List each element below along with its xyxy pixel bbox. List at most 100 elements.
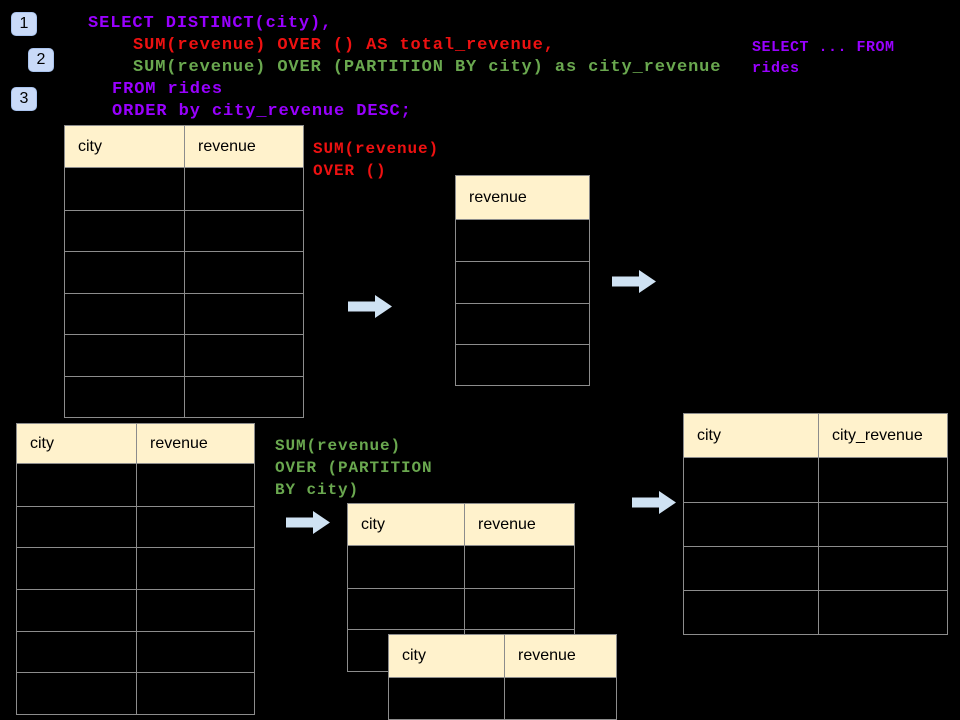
table-cell <box>184 293 303 334</box>
column-header-city: city <box>361 515 385 533</box>
table-cell <box>456 304 589 344</box>
table-cell <box>504 678 616 719</box>
table-cell <box>348 546 464 588</box>
column-header-city: city <box>78 137 102 155</box>
annotation-total-line-2: OVER () <box>313 162 387 180</box>
table-partition-overlay: city revenue <box>388 634 617 720</box>
table-cell <box>464 588 574 630</box>
arrow-right-icon <box>612 269 657 294</box>
table-cell <box>17 632 136 673</box>
table-row <box>17 547 254 590</box>
column-header-city: city <box>402 647 426 664</box>
table-cell <box>17 673 136 714</box>
table-row <box>456 302 589 344</box>
annotation-partition-line-1: SUM(revenue) <box>275 437 402 455</box>
table-row <box>684 502 947 546</box>
sql-note-line-2: rides <box>752 60 800 77</box>
sql-line-order-by: ORDER by city_revenue DESC; <box>112 102 412 121</box>
table-cell <box>818 458 947 502</box>
table-row <box>17 464 254 506</box>
table-cell <box>684 458 818 502</box>
column-header-city: city <box>30 434 54 452</box>
table-row <box>348 546 574 588</box>
table-cell <box>65 294 184 335</box>
table-total-revenue-result: revenue <box>455 175 590 387</box>
table-row <box>65 375 303 418</box>
step-badge-1: 1 <box>11 12 37 36</box>
table-row <box>65 168 303 210</box>
table-header-row: city city_revenue <box>684 414 947 458</box>
table-cell <box>17 464 136 506</box>
annotation-partition-line-3: BY city) <box>275 481 360 499</box>
table-cell <box>184 376 303 417</box>
sql-line-total-revenue: SUM(revenue) OVER () AS total_revenue, <box>133 36 555 55</box>
table-row <box>17 630 254 673</box>
table-cell <box>65 168 184 210</box>
arrow-right-icon <box>348 294 393 319</box>
table-cell <box>17 590 136 631</box>
table-header-row: city revenue <box>65 126 303 168</box>
table-cell <box>818 591 947 634</box>
step-badge-2: 2 <box>28 48 54 72</box>
table-row <box>684 458 947 502</box>
table-row <box>456 220 589 262</box>
table-row <box>65 209 303 252</box>
table-cell <box>456 345 589 385</box>
annotation-partition-line-2: OVER (PARTITION <box>275 459 433 477</box>
sql-line-select: SELECT DISTINCT(city), <box>88 14 333 33</box>
table-cell <box>65 377 184 418</box>
table-cell <box>136 590 254 631</box>
table-cell <box>65 211 184 252</box>
table-cell <box>136 631 254 673</box>
table-cell <box>65 252 184 293</box>
column-header-revenue: revenue <box>464 504 574 545</box>
table-cell <box>456 262 589 302</box>
table-cell <box>818 547 947 590</box>
column-header-revenue: revenue <box>136 424 254 463</box>
annotation-total-line-1: SUM(revenue) <box>313 140 440 158</box>
table-cell <box>184 210 303 251</box>
column-header-revenue: revenue <box>469 188 527 206</box>
table-partition-intermediate: city revenue <box>347 503 575 673</box>
step-badge-3: 3 <box>11 87 37 111</box>
table-row <box>684 546 947 590</box>
table-row <box>456 261 589 303</box>
table-cell <box>184 252 303 293</box>
table-cell <box>684 591 818 634</box>
table-header-row: city revenue <box>389 635 616 678</box>
table-row <box>348 587 574 630</box>
column-header-city: city <box>697 426 721 444</box>
sql-line-city-revenue: SUM(revenue) OVER (PARTITION BY city) as… <box>133 58 722 77</box>
table-cell <box>348 589 464 630</box>
table-cell <box>17 507 136 548</box>
table-cell <box>184 335 303 376</box>
table-cell <box>136 464 254 506</box>
table-row <box>17 589 254 631</box>
column-header-revenue: revenue <box>504 635 616 677</box>
table-cell <box>389 678 504 719</box>
table-row <box>17 672 254 715</box>
table-cell <box>136 673 254 715</box>
table-source-top: city revenue <box>64 125 304 418</box>
column-header-revenue: revenue <box>184 126 303 167</box>
sql-note-line-1: SELECT ... FROM <box>752 39 895 56</box>
column-header-city-revenue: city_revenue <box>818 414 947 457</box>
table-cell <box>17 548 136 589</box>
table-row <box>456 343 589 386</box>
table-cell <box>684 547 818 590</box>
table-cell <box>818 503 947 546</box>
table-row <box>389 678 616 719</box>
table-cell <box>184 168 303 210</box>
sql-line-from: FROM rides <box>112 80 224 99</box>
arrow-right-icon <box>632 490 677 515</box>
table-row <box>65 251 303 293</box>
table-source-bottom: city revenue <box>16 423 255 716</box>
table-header-row: revenue <box>456 176 589 220</box>
arrow-right-icon <box>286 510 331 535</box>
table-cell <box>65 335 184 376</box>
table-cell <box>456 220 589 261</box>
table-cell <box>136 506 254 548</box>
table-cell <box>684 503 818 546</box>
table-cell <box>136 548 254 590</box>
